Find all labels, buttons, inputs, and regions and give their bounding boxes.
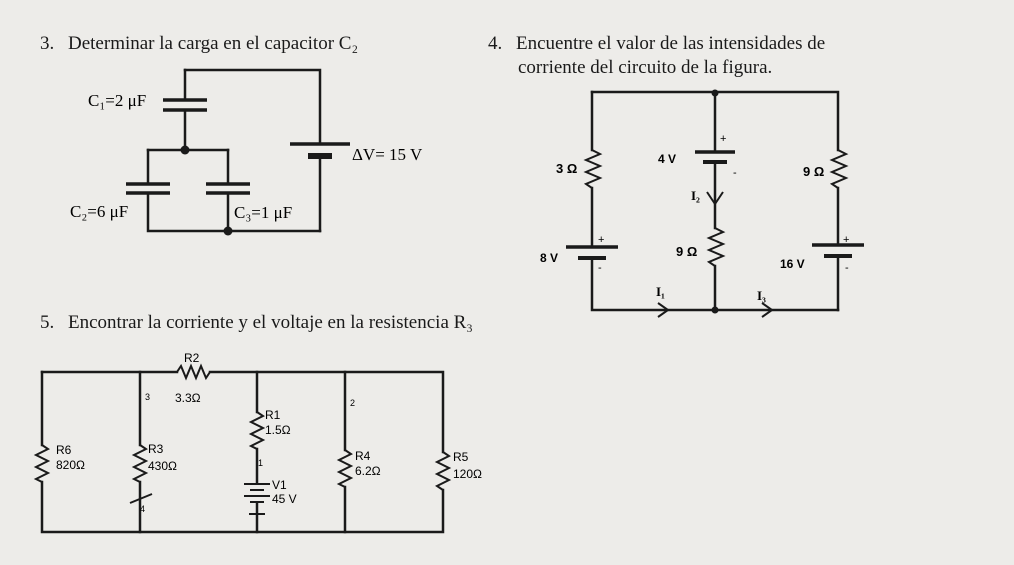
c5-resistor-r3 [131,444,149,483]
c5-r3-marker [129,493,153,504]
c5-r3-value: 430Ω [148,459,177,473]
c4-i1-arrow [657,302,670,318]
c5-node-4: 4 [140,504,145,514]
c5-resistor-r1 [248,411,266,450]
problem-5-text: Encontrar la corriente y el voltaje en l… [68,312,473,333]
problem-4-line2: corriente del circuito de la figura. [518,57,773,78]
c4-top-wire [590,90,840,152]
problem-5-number: 5. [40,312,55,333]
problem-4-line1: Encuentre el valor de las intensidades d… [516,33,826,54]
c4-i2-label: I₂ [691,188,700,203]
c4-i1-label: I₁ [656,284,665,299]
c4-mid-plus: + [720,133,726,145]
c5-node-1: 1 [258,458,263,468]
c5-resistor-r2 [176,363,211,381]
c4-resistor-right [829,149,849,189]
c5-r5-name: R5 [453,450,469,464]
c5-r4-name: R4 [355,449,371,463]
c4-right-minus: - [845,262,849,274]
c5-node-2: 2 [350,398,355,408]
c1-label: C₁=2 μF [88,91,146,110]
c3-node-bottom [223,226,233,236]
c4-mid-minus: - [733,167,737,179]
c4-v-right-label: 16 V [780,257,805,271]
c3-bottom-wire [146,193,322,233]
c4-node-bottom [711,306,719,314]
c5-r2-value: 3.3Ω [175,391,201,405]
problem-4-heading: 4. Encuentre el valor de las intensidades… [488,32,868,80]
c5-r3-name: R3 [148,442,164,456]
c5-r1-value: 1.5Ω [265,423,291,437]
c5-r6-name: R6 [56,443,72,457]
c3-top-wire [183,68,322,144]
c3-label: C₃=1 μF [234,203,292,222]
c5-v1-value: 45 V [272,492,297,506]
problem-3-number: 3. [40,33,55,54]
circuit-5: R2 3.3Ω R1 1.5Ω R6 820Ω R3 430Ω R4 6.2Ω … [33,351,482,534]
c5-r5-value: 120Ω [453,467,482,481]
c4-resistor-mid [706,227,726,267]
c5-r2-name: R2 [184,351,200,365]
c4-left-minus: - [598,262,602,274]
c5-top-wire-right [208,370,445,454]
c4-left-plus: + [598,234,604,246]
circuit-3-capacitors: C₁=2 μF C₂=6 μF C₃=1 μF ΔV= 15 V [70,68,423,236]
c4-v-top-label: 4 V [658,152,676,166]
c4-i2-arrow [706,191,724,206]
c4-r-right-label: 9 Ω [803,164,824,179]
c4-resistor-left [583,149,603,189]
c5-resistor-r6 [33,444,51,483]
c5-r4-value: 6.2Ω [355,464,381,478]
problem-5-heading: 5. Encontrar la corriente y el voltaje en… [40,311,473,335]
c5-v1-name: V1 [272,478,287,492]
c4-i3-arrow [761,302,774,318]
c5-r1-name: R1 [265,408,281,422]
circuit-4: 3 Ω 9 Ω 9 Ω 4 V 8 V 16 V I₂ I₁ I₃ + - + … [540,89,864,318]
c4-r-left-label: 3 Ω [556,161,577,176]
c4-bottom-wire [590,258,840,312]
c4-r-mid-label: 9 Ω [676,244,697,259]
c5-resistor-r5 [434,451,452,491]
c4-i3-label: I₃ [757,288,766,303]
c5-bottom-wire [40,480,445,534]
c2-label: C₂=6 μF [70,202,128,221]
c5-r6-value: 820Ω [56,458,85,472]
c5-node-3: 3 [145,392,150,402]
problem-4-number: 4. [488,33,503,54]
c4-right-plus: + [843,234,849,246]
problem-3-text: Determinar la carga en el capacitor C₂ [68,33,359,54]
problem-3-heading: 3. Determinar la carga en el capacitor C₂ [40,32,358,56]
c5-resistor-r4 [336,449,354,488]
source-voltage-label: ΔV= 15 V [352,145,423,164]
c4-v-left-label: 8 V [540,251,558,265]
